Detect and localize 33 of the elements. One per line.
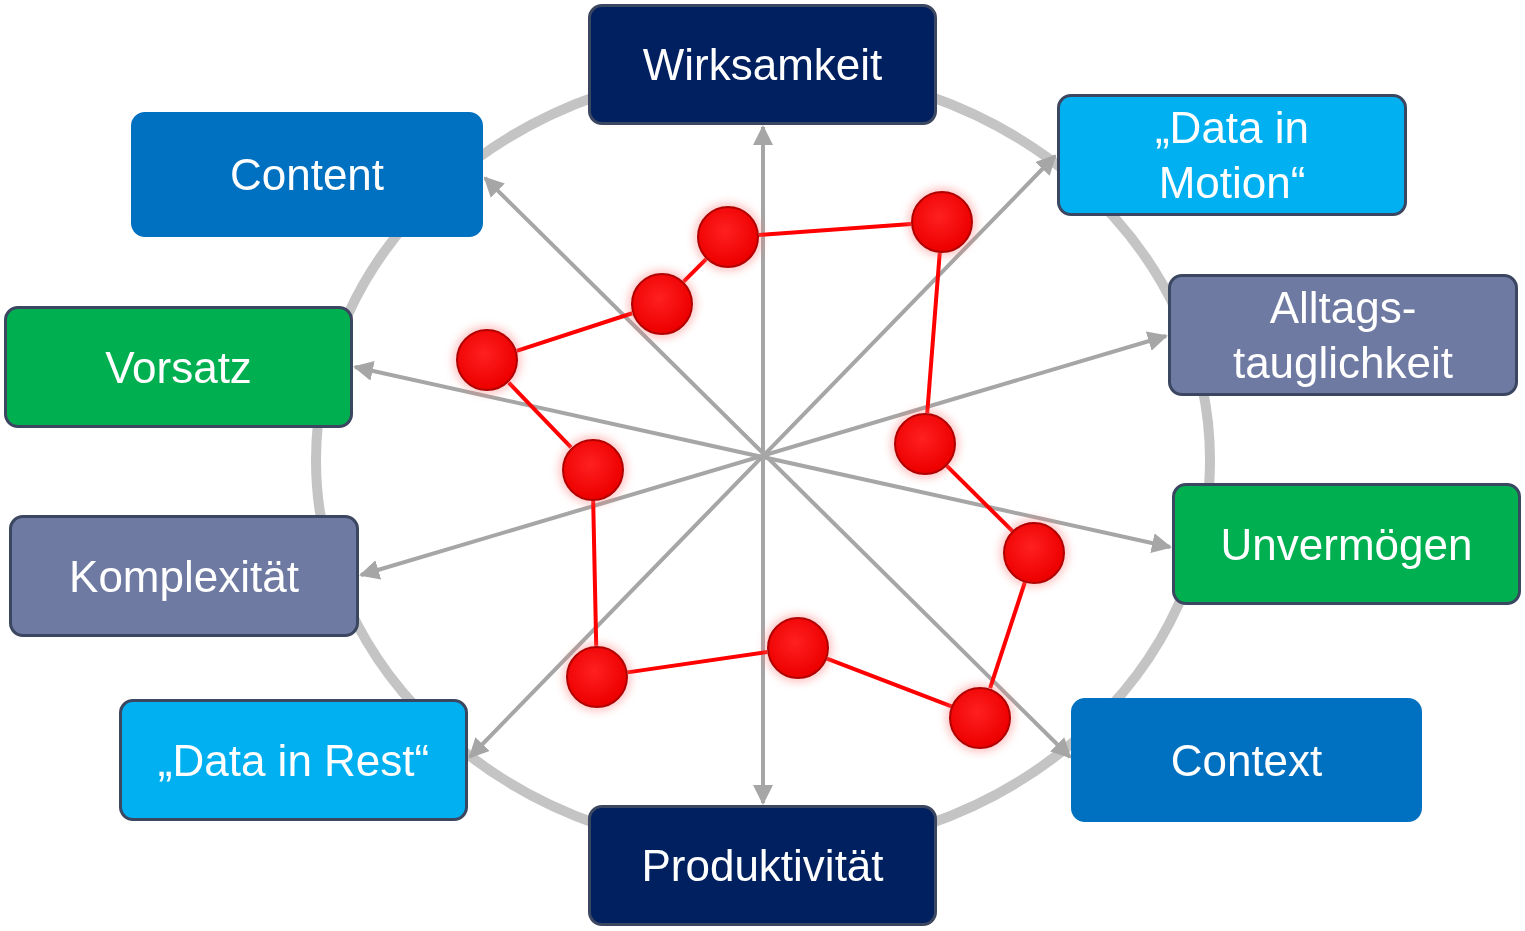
connector-line xyxy=(988,581,1027,689)
connector-line xyxy=(507,381,573,449)
category-box: Context xyxy=(1071,698,1422,822)
category-box: „Data in Rest“ xyxy=(119,699,468,821)
connector-line xyxy=(925,252,942,414)
category-box: Wirksamkeit xyxy=(588,4,937,125)
connector-line xyxy=(758,221,912,237)
category-box: Unvermögen xyxy=(1172,483,1521,605)
data-point xyxy=(911,190,974,253)
category-box: Produktivität xyxy=(588,805,937,926)
connector-line xyxy=(591,500,599,646)
data-point xyxy=(630,272,693,335)
data-point xyxy=(565,645,628,708)
connector-line xyxy=(945,464,1014,533)
connector-line xyxy=(826,656,953,709)
connector-line xyxy=(627,650,768,675)
data-point xyxy=(1003,521,1066,584)
double-arrow xyxy=(353,361,1172,553)
category-box: Komplexität xyxy=(9,515,359,637)
category-box: Content xyxy=(131,112,483,237)
data-point xyxy=(893,413,956,476)
data-point xyxy=(456,329,519,392)
data-point xyxy=(767,616,829,679)
data-point xyxy=(697,206,759,269)
category-box: Vorsatz xyxy=(4,306,353,428)
connector-line xyxy=(682,257,708,284)
connector-line xyxy=(516,311,633,353)
category-box: Alltags- tauglichkeit xyxy=(1168,274,1518,396)
data-point xyxy=(949,686,1012,749)
double-arrow xyxy=(753,125,773,805)
category-box: „Data in Motion“ xyxy=(1057,94,1407,216)
double-arrow xyxy=(359,331,1168,580)
data-point xyxy=(561,438,624,501)
